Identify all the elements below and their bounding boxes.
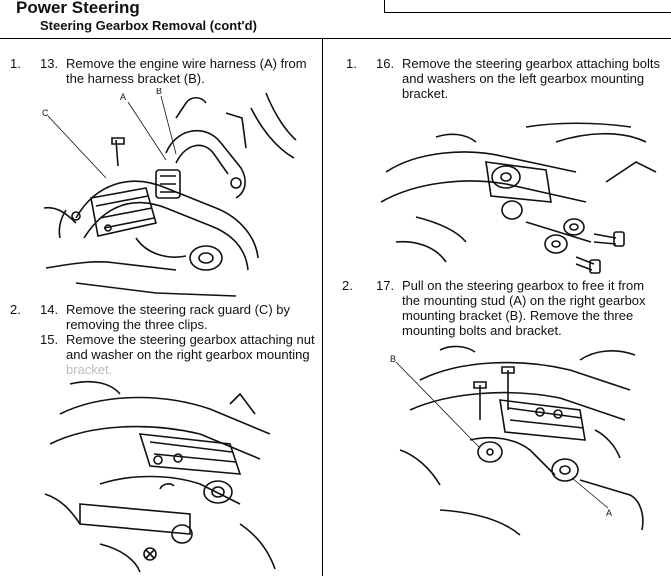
step-text-line: mounting bracket (B). Remove the three [402,308,634,323]
step-text-line: removing the three clips. [66,317,208,332]
step-text-line: Remove the steering gearbox attaching bo… [402,56,660,71]
step-text-line: mounting bolts and bracket. [402,323,562,338]
step-number: 16. [376,56,395,71]
step-text-line: bracket. [66,362,113,377]
callout-a-right: A [606,508,612,518]
callout-b-right: B [390,354,396,364]
header-ref-box [384,0,671,13]
step-text-line: Remove the engine wire harness (A) from [66,56,307,71]
step-text-line: the harness bracket (B). [66,71,205,86]
step-text-line: and washer on the right gearbox mounting [66,347,310,362]
step-17: 17. Pull on the steering gearbox to free… [376,278,668,340]
step-number: 13. [40,56,59,71]
page-subtitle: Steering Gearbox Removal (cont'd) [40,18,257,33]
step-text-line: bracket. [402,86,449,101]
column-divider [322,39,323,576]
header-ref-mark [472,0,502,4]
step-text-line: Remove the steering gearbox attaching nu… [66,332,315,347]
callout-b: B [156,88,162,96]
callout-c: C [42,108,49,118]
step-13: 13. Remove the engine wire harness (A) f… [40,56,320,88]
callout-a: A [120,92,126,102]
step-text-line: Remove the steering rack guard (C) by [66,302,290,317]
step-16: 16. Remove the steering gearbox attachin… [376,56,668,102]
step-number: 15. [40,332,59,347]
step-marker-2: 2. [10,302,21,317]
step-marker-1-right: 1. [346,56,357,71]
step-marker-1: 1. [10,56,21,71]
step-marker-2-right: 2. [342,278,353,293]
step-15: 15. Remove the steering gearbox attachin… [40,332,320,378]
step-text-line: Pull on the steering gearbox to free it … [402,278,645,293]
page-title: Power Steering [16,0,140,17]
header-rule [0,38,671,39]
step-number: 14. [40,302,59,317]
figure-mounting-stud: B A [380,340,660,540]
figure-left-bracket-bolts [376,122,666,282]
figure-right-bracket-nut [40,374,290,574]
figure-harness-bracket: C A B [36,88,298,304]
step-14: 14. Remove the steering rack guard (C) b… [40,302,320,334]
step-text-line: the mounting stud (A) on the right gearb… [402,293,646,308]
step-text-line: and washers on the left gearbox mounting [402,71,645,86]
step-number: 17. [376,278,395,293]
